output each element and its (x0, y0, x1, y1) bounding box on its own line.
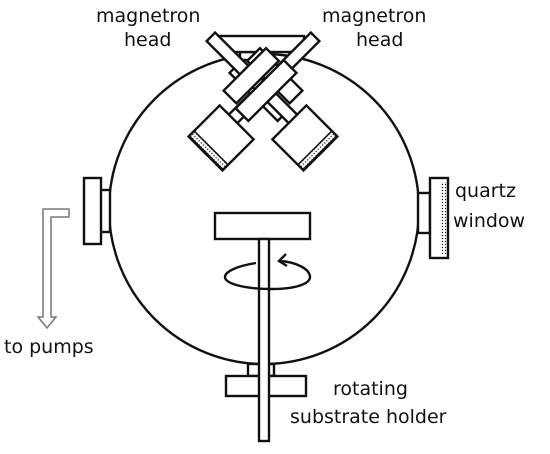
quartz-window (416, 176, 450, 260)
label-head-left: head (124, 29, 172, 51)
right-magnetron-head (204, 30, 340, 173)
substrate-plate (213, 211, 312, 241)
rotating-shaft (257, 237, 271, 443)
label-rotating: rotating (333, 378, 408, 400)
rotation-arrow-icon (223, 253, 312, 291)
label-window: window (453, 210, 526, 232)
label-substrate-holder: substrate holder (290, 406, 447, 428)
label-quartz: quartz (455, 180, 516, 202)
pump-outlet-arrow-icon (36, 208, 70, 330)
label-to-pumps: to pumps (4, 336, 94, 358)
label-magnetron-right: magnetron (322, 5, 427, 27)
label-head-right: head (356, 29, 404, 51)
left-port-flange (82, 176, 112, 246)
label-magnetron-left: magnetron (96, 5, 201, 27)
